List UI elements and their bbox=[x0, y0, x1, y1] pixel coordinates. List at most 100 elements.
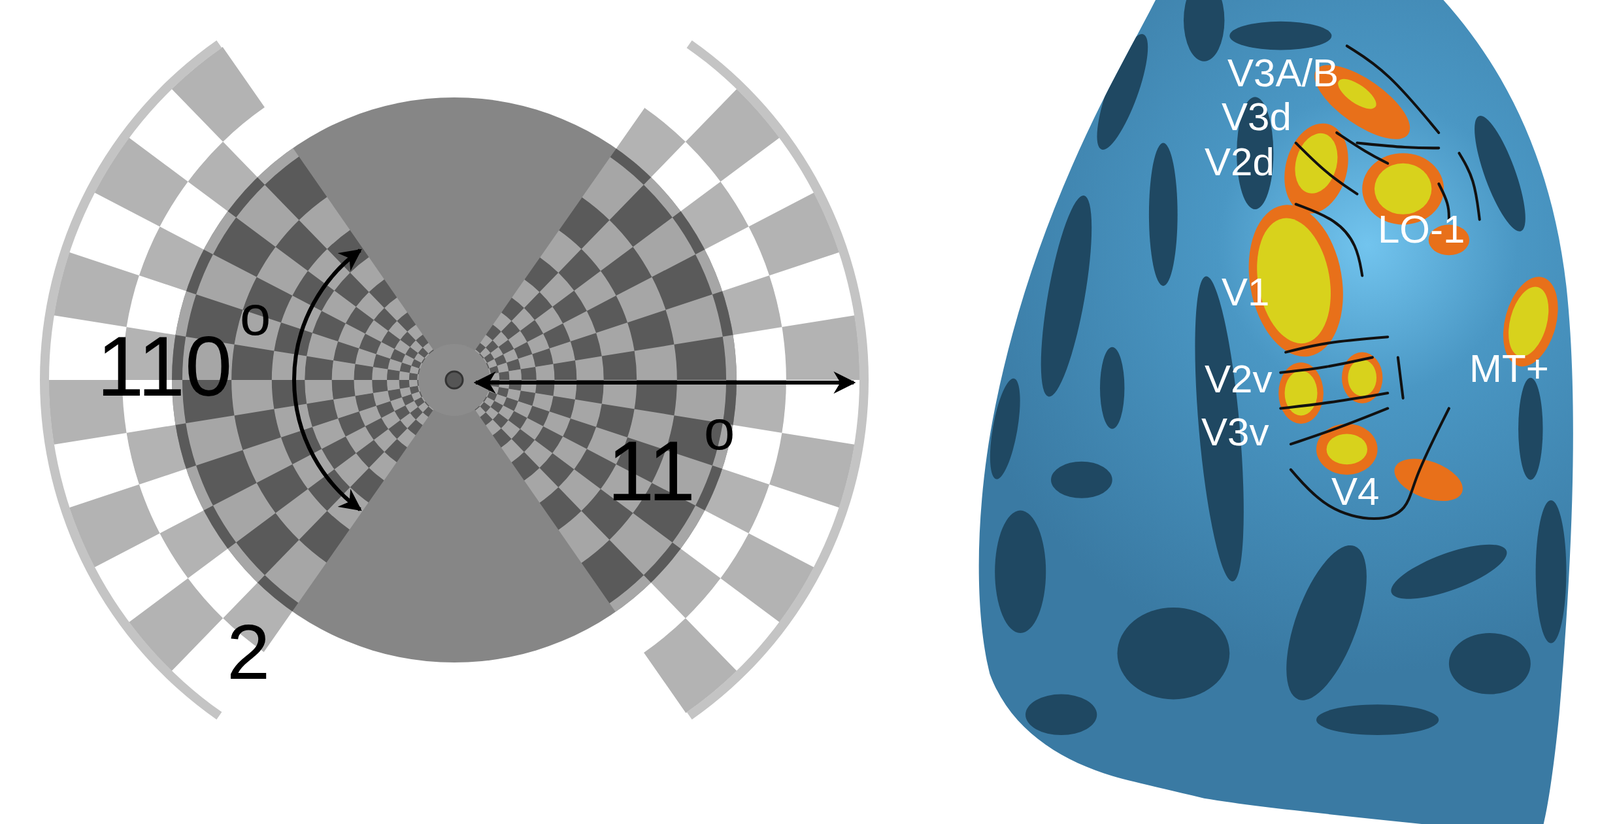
fixation-ring bbox=[418, 343, 491, 416]
checker-cell bbox=[159, 180, 237, 255]
checker-cell bbox=[158, 504, 236, 579]
activation-patch bbox=[1374, 163, 1432, 215]
checker-cell bbox=[138, 225, 214, 295]
area-border bbox=[1347, 45, 1440, 133]
checker-cell bbox=[128, 577, 223, 671]
checker-cell bbox=[498, 370, 510, 380]
sulcus bbox=[1269, 535, 1384, 710]
sulcus bbox=[1449, 632, 1531, 695]
sulcus bbox=[1100, 347, 1125, 429]
checker-cell bbox=[490, 372, 500, 380]
checker-cell bbox=[231, 379, 275, 416]
checker-cell bbox=[535, 363, 555, 380]
area-label: V4 bbox=[1331, 471, 1380, 512]
degree-mark: o bbox=[703, 401, 735, 458]
checker-cell bbox=[712, 275, 783, 338]
sulcus bbox=[1050, 461, 1113, 499]
checker-cell bbox=[128, 88, 224, 182]
checker-cell bbox=[722, 326, 787, 382]
sulcus bbox=[1030, 192, 1103, 400]
checker-cell bbox=[719, 533, 814, 624]
checker-cell bbox=[671, 505, 750, 580]
sulcus bbox=[1316, 703, 1439, 735]
sulcus bbox=[1464, 110, 1536, 236]
checker-cell bbox=[53, 431, 140, 508]
checker-cell bbox=[685, 88, 781, 183]
activation-patch bbox=[1388, 450, 1469, 510]
checker-cell bbox=[695, 226, 770, 295]
checker-cell bbox=[672, 181, 750, 255]
outer-checkerboard bbox=[39, 40, 869, 720]
area-label: MT+ bbox=[1469, 349, 1550, 389]
area-label: V3d bbox=[1221, 97, 1292, 137]
checker-cell bbox=[520, 366, 538, 380]
checker-cell bbox=[643, 617, 737, 713]
surface-detail bbox=[984, 0, 1568, 735]
checker-cell bbox=[596, 322, 635, 357]
checker-cell bbox=[673, 336, 727, 382]
checker-cell bbox=[271, 379, 307, 409]
sulcus bbox=[1117, 607, 1231, 700]
area-border bbox=[1356, 143, 1439, 149]
activation-patch bbox=[1347, 359, 1377, 397]
checker-cell bbox=[187, 140, 266, 217]
checker-cell bbox=[69, 191, 161, 276]
area-border bbox=[1290, 407, 1450, 519]
area-borders bbox=[1280, 45, 1480, 519]
checker-cell bbox=[673, 336, 727, 382]
checker-cell bbox=[694, 465, 770, 534]
checker-cell bbox=[610, 107, 687, 186]
checker-cell bbox=[94, 532, 189, 622]
sulcus bbox=[1535, 500, 1567, 644]
checker-cell bbox=[722, 326, 787, 382]
area-border bbox=[1280, 392, 1388, 408]
area-label: V1 bbox=[1221, 272, 1270, 312]
checker-cell bbox=[769, 252, 855, 329]
area-border bbox=[1290, 407, 1388, 444]
sulcus bbox=[1086, 28, 1158, 155]
sulcus bbox=[1384, 533, 1513, 610]
area-label: V3v bbox=[1201, 412, 1269, 452]
checker-cell bbox=[186, 541, 265, 618]
checker-cell bbox=[553, 360, 578, 380]
sulcus bbox=[1229, 21, 1332, 51]
fixation-dot bbox=[445, 371, 463, 389]
area-label: LO-1 bbox=[1377, 209, 1465, 250]
angle-arrow bbox=[294, 250, 361, 510]
checker-cell bbox=[94, 136, 189, 227]
checker-cell bbox=[508, 369, 522, 381]
angle-value: 110 bbox=[96, 323, 233, 409]
sulci bbox=[984, 0, 1567, 735]
checker-cell bbox=[371, 379, 389, 393]
checker-cell bbox=[781, 315, 860, 382]
checker-cell bbox=[644, 47, 738, 143]
checker-cell bbox=[53, 431, 140, 508]
checker-cell bbox=[353, 379, 374, 397]
checker-cell bbox=[231, 379, 275, 416]
checker-cell bbox=[575, 355, 604, 380]
checker-cell bbox=[748, 484, 840, 568]
area-label: V3A/B bbox=[1227, 53, 1339, 93]
checker-cell bbox=[712, 275, 783, 338]
checker-cell bbox=[53, 250, 140, 327]
checker-cell bbox=[643, 141, 722, 218]
radius-value: 11 bbox=[607, 428, 696, 514]
area-border bbox=[1336, 132, 1388, 164]
checker-cell bbox=[781, 379, 860, 446]
activation-patch bbox=[1326, 433, 1368, 465]
checker-cell bbox=[126, 422, 197, 485]
checker-cell bbox=[627, 309, 675, 352]
checker-cell bbox=[331, 379, 355, 399]
sulcus bbox=[984, 376, 1027, 482]
activation-patch bbox=[1284, 370, 1318, 416]
checker-cell bbox=[666, 294, 724, 346]
checker-cell bbox=[126, 422, 197, 485]
area-label: V2v bbox=[1204, 359, 1272, 399]
gray-disk bbox=[171, 97, 737, 663]
checker-cell bbox=[233, 408, 282, 451]
checker-cell bbox=[171, 47, 265, 142]
sulcus bbox=[1025, 694, 1097, 735]
hemisphere-outline bbox=[979, 0, 1574, 824]
area-border bbox=[1398, 356, 1404, 398]
